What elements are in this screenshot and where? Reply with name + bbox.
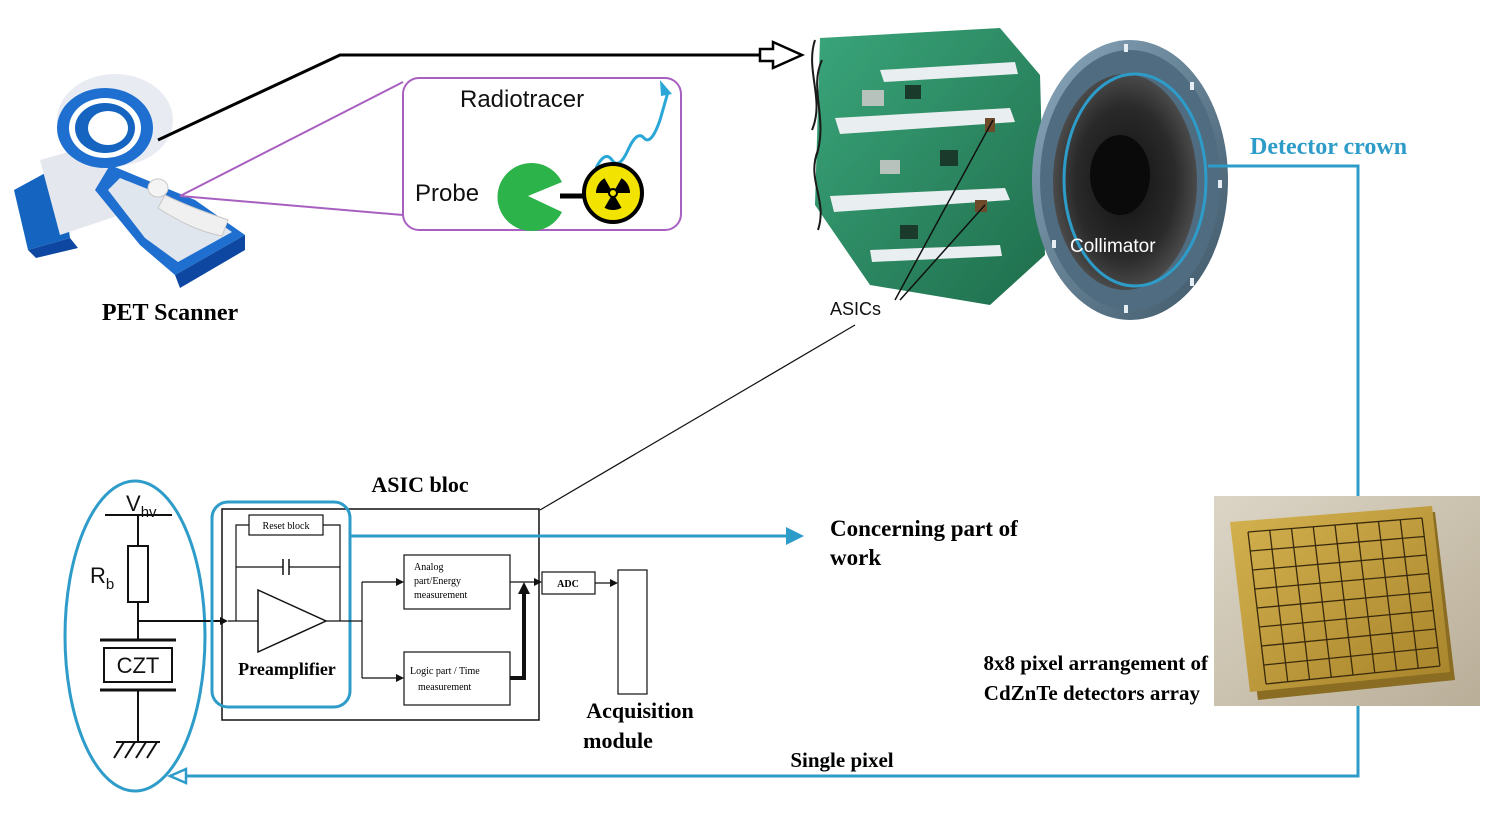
analog-part-label-2: part/Energy [414,576,461,587]
acquisition-label-line-1: Acquisition [586,698,694,723]
collimator-label: Collimator [1070,236,1156,257]
logic-part-box [403,651,511,706]
pixel-grid-row-line [1265,665,1441,685]
asic-bloc-label: ASIC bloc [371,472,468,497]
bias-resistor-symbol [127,545,149,603]
pet-scanner-illustration [14,74,245,288]
scanner-to-detector-arrowhead [758,40,806,70]
asics-pointer-2 [899,204,986,301]
pet-scanner-label: PET Scanner [102,300,239,326]
czt-label: CZT [117,653,160,678]
radiotracer-label: Radiotracer [460,86,584,113]
pixel-grid-row-line [1259,609,1434,628]
pixel-grid [1247,517,1441,685]
logic-part-label-1: Logic part / Time [410,666,480,677]
single-pixel-label: Single pixel [790,748,893,772]
gamma-wave-icon [594,91,670,169]
acquisition-module-box [617,569,648,695]
pixel-grid-row-line [1263,646,1438,666]
time-measurement-thick-wire [510,592,526,680]
amplifier-triangle-icon [257,588,328,654]
reset-block-label: Reset block [263,521,310,532]
analog-part-label-3: measurement [414,590,468,601]
probe-icon [497,163,562,231]
acquisition-label-line-2: module [583,728,653,753]
concerning-label-line-2: work [830,545,881,570]
detector-array-photo [1214,496,1480,706]
concerning-label-line-1: Concerning part of [830,516,1018,541]
inset-pointer-line-bottom [179,195,404,216]
czt-sensor-box [103,647,173,683]
analog-part-box [403,554,511,610]
pixel-grid-column-line [1356,523,1376,673]
detector-crown-label: Detector crown [1250,134,1407,160]
pixel-grid-column-line [1377,521,1398,671]
single-pixel-circuit-highlight [63,479,207,793]
gamma-wave-arrowhead-icon [660,80,672,96]
analog-part-label-1: Analog [414,562,443,573]
vhv-label: Vhv [126,491,157,521]
array-label-line-1: 8x8 pixel arrangement of [983,651,1209,675]
rb-label: Rb [90,563,114,593]
pixel-grid-column-line [1399,519,1419,669]
logic-part-label-2: measurement [418,682,472,693]
concerning-arrowhead [786,527,804,545]
scanner-to-detector-connector [157,53,785,142]
crown-to-array-connector [1208,164,1360,497]
array-label-line-2: CdZnTe detectors array [984,681,1201,705]
asics-pointer-1 [894,119,994,301]
asic-bloc-box [221,508,540,721]
single-pixel-arrowhead [166,767,188,785]
asics-to-bloc-line [539,324,856,511]
single-pixel-connector [183,706,1360,778]
asics-label: ASICs [830,299,881,319]
pixel-grid-column-line [1421,517,1441,667]
inset-pointer-line-top [179,81,404,197]
adc-label: ADC [557,579,579,590]
preamplifier-highlight [210,500,352,709]
collimator-highlight-ring [1062,72,1208,288]
pixel-grid-row-line [1256,591,1432,609]
radioactive-icon [582,162,644,224]
probe-label: Probe [415,180,479,207]
pixel-grid-row-line [1261,628,1436,647]
preamplifier-label: Preamplifier [238,659,336,679]
